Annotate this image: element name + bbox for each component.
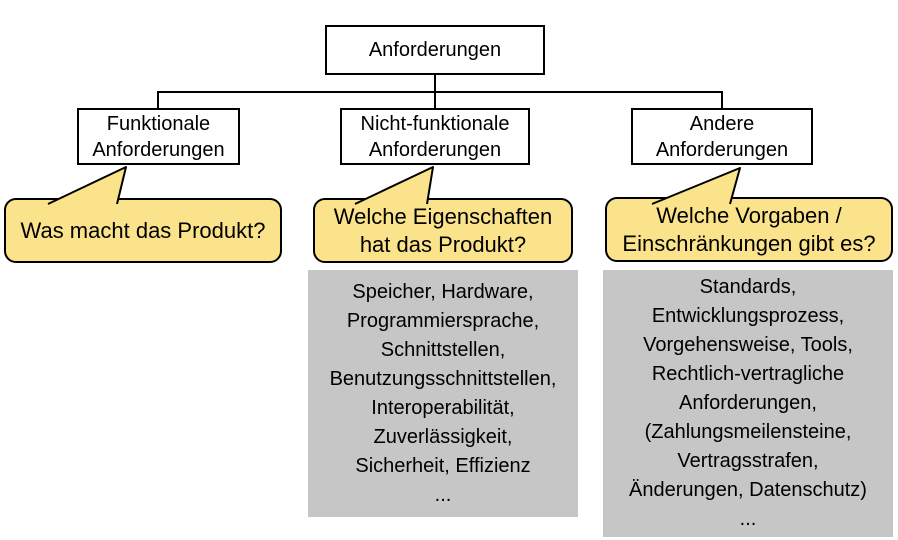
examples-nicht-funktionale-text: Speicher, Hardware, Programmiersprache, …: [329, 280, 557, 506]
examples-andere: Standards, Entwicklungsprozess, Vorgehen…: [603, 270, 893, 537]
callout-andere-question: Welche Vorgaben / Einschränkungen gibt e…: [605, 197, 893, 262]
node-nicht-funktionale-anforderungen: Nicht-funktionale Anforderungen: [340, 108, 530, 165]
callout-funktionale-question: Was macht das Produkt?: [4, 198, 282, 263]
node-andere-anforderungen: Andere Anforderungen: [631, 108, 813, 165]
node-funktionale-label: Funktionale Anforderungen: [92, 112, 225, 161]
node-nicht-funktionale-label: Nicht-funktionale Anforderungen: [360, 112, 510, 161]
callout-funktionale-text: Was macht das Produkt?: [20, 217, 266, 243]
callout-andere-text: Welche Vorgaben / Einschränkungen gibt e…: [622, 202, 876, 256]
node-funktionale-anforderungen: Funktionale Anforderungen: [77, 108, 240, 165]
node-anforderungen: Anforderungen: [325, 25, 545, 75]
node-anforderungen-label: Anforderungen: [368, 39, 502, 61]
callout-nicht-funktionale-text: Welche Eigenschaften hat das Produkt?: [333, 203, 553, 257]
examples-nicht-funktionale: Speicher, Hardware, Programmiersprache, …: [308, 270, 578, 517]
examples-andere-text: Standards, Entwicklungsprozess, Vorgehen…: [629, 276, 867, 530]
node-andere-label: Andere Anforderungen: [655, 112, 789, 161]
callout-nicht-funktionale-question: Welche Eigenschaften hat das Produkt?: [313, 198, 573, 263]
